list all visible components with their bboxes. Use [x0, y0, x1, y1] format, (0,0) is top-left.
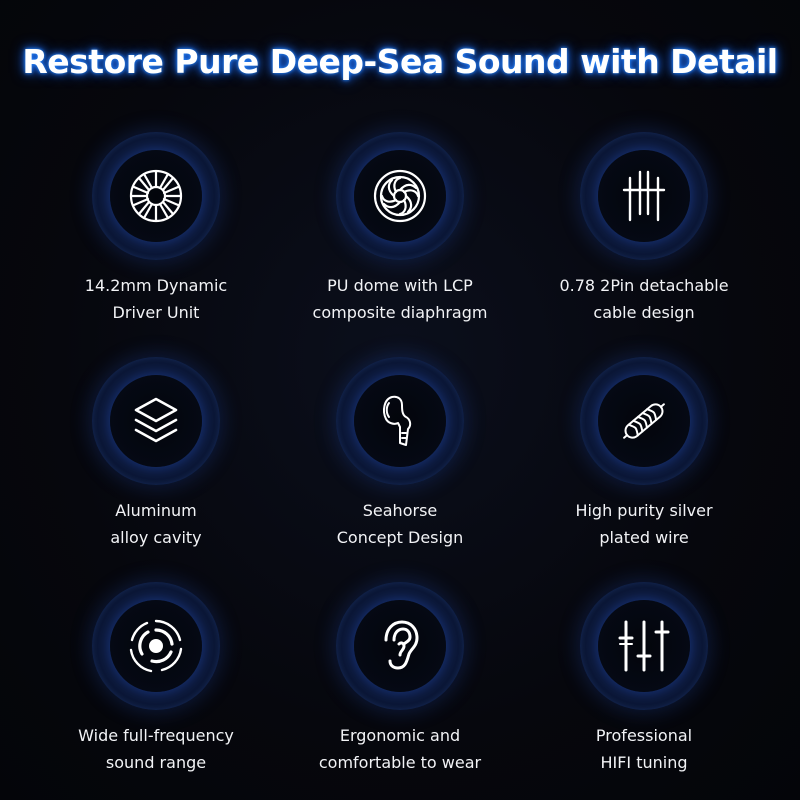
feature-grid: 14.2mm Dynamic Driver Unit [36, 132, 764, 800]
feature-item: Wide full-frequency sound range [36, 582, 276, 800]
concentric-rings-icon [128, 618, 184, 674]
dynamic-driver-icon [128, 168, 184, 224]
icon-badge [336, 582, 464, 710]
icon-badge [580, 582, 708, 710]
icon-badge [580, 357, 708, 485]
feature-item: High purity silver plated wire [524, 357, 764, 582]
icon-badge [92, 357, 220, 485]
feature-item: Ergonomic and comfortable to wear [280, 582, 520, 800]
ear-icon [372, 618, 428, 674]
braided-wire-icon [616, 393, 672, 449]
layers-icon [128, 393, 184, 449]
diaphragm-icon [372, 168, 428, 224]
feature-item: 0.78 2Pin detachable cable design [524, 132, 764, 357]
icon-badge [336, 132, 464, 260]
feature-item: 14.2mm Dynamic Driver Unit [36, 132, 276, 357]
feature-label: Professional HIFI tuning [595, 726, 693, 772]
feature-label: 14.2mm Dynamic Driver Unit [84, 276, 228, 322]
feature-label: Aluminum alloy cavity [110, 501, 202, 547]
icon-badge [336, 357, 464, 485]
feature-label: High purity silver plated wire [575, 501, 713, 547]
seahorse-earphone-icon [372, 393, 428, 449]
icon-badge [92, 582, 220, 710]
equalizer-sliders-icon [616, 618, 672, 674]
feature-item: Aluminum alloy cavity [36, 357, 276, 582]
two-pin-connector-icon [616, 168, 672, 224]
feature-label: Seahorse Concept Design [336, 501, 464, 547]
feature-item: Seahorse Concept Design [280, 357, 520, 582]
feature-label: PU dome with LCP composite diaphragm [312, 276, 488, 322]
icon-badge [92, 132, 220, 260]
feature-item: Professional HIFI tuning [524, 582, 764, 800]
page-title: Restore Pure Deep-Sea Sound with Detail [22, 42, 778, 81]
feature-label: Wide full-frequency sound range [78, 726, 234, 772]
feature-item: PU dome with LCP composite diaphragm [280, 132, 520, 357]
feature-label: Ergonomic and comfortable to wear [318, 726, 482, 772]
feature-label: 0.78 2Pin detachable cable design [559, 276, 729, 322]
icon-badge [580, 132, 708, 260]
